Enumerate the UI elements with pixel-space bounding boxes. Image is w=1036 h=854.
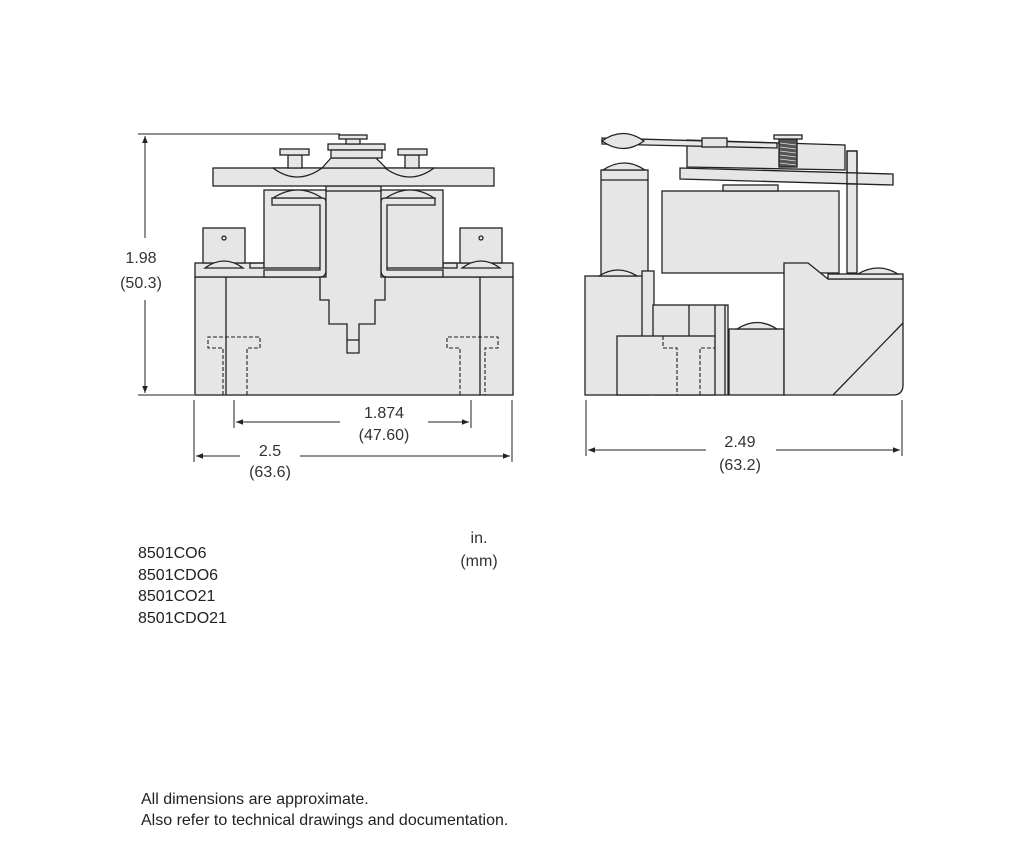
part-number: 8501CO6 xyxy=(138,545,207,562)
units-primary: in. xyxy=(471,530,488,547)
note-refer: Also refer to technical drawings and doc… xyxy=(141,812,509,829)
units-secondary: (mm) xyxy=(460,553,497,570)
mount-spacing-in-label: 1.874 xyxy=(364,405,404,422)
part-number-list: 8501CO6 8501CDO6 8501CO21 8501CDO21 xyxy=(138,543,227,629)
width-in-label: 2.5 xyxy=(259,443,281,460)
part-number: 8501CO21 xyxy=(138,588,216,605)
part-number: 8501CDO21 xyxy=(138,609,227,627)
note-approximate: All dimensions are approximate. xyxy=(141,791,369,808)
height-mm-label: (50.3) xyxy=(120,275,162,292)
mount-spacing-dimension: 1.874 (47.60) xyxy=(233,400,472,444)
part-number: 8501CDO6 xyxy=(138,566,219,584)
side-view xyxy=(584,132,904,396)
mount-spacing-mm-label: (47.60) xyxy=(359,427,410,444)
width-mm-label: (63.6) xyxy=(249,464,291,481)
units-legend: in. (mm) xyxy=(460,530,497,570)
height-in-label: 1.98 xyxy=(125,250,156,267)
notes: All dimensions are approximate. Also ref… xyxy=(141,789,508,831)
depth-in-label: 2.49 xyxy=(724,434,755,451)
height-dimension: 1.98 (50.3) xyxy=(120,133,340,396)
depth-dimension: 2.49 (63.2) xyxy=(585,400,903,474)
depth-mm-label: (63.2) xyxy=(719,457,761,474)
front-view xyxy=(194,134,514,396)
width-dimension: 2.5 (63.6) xyxy=(193,400,513,481)
